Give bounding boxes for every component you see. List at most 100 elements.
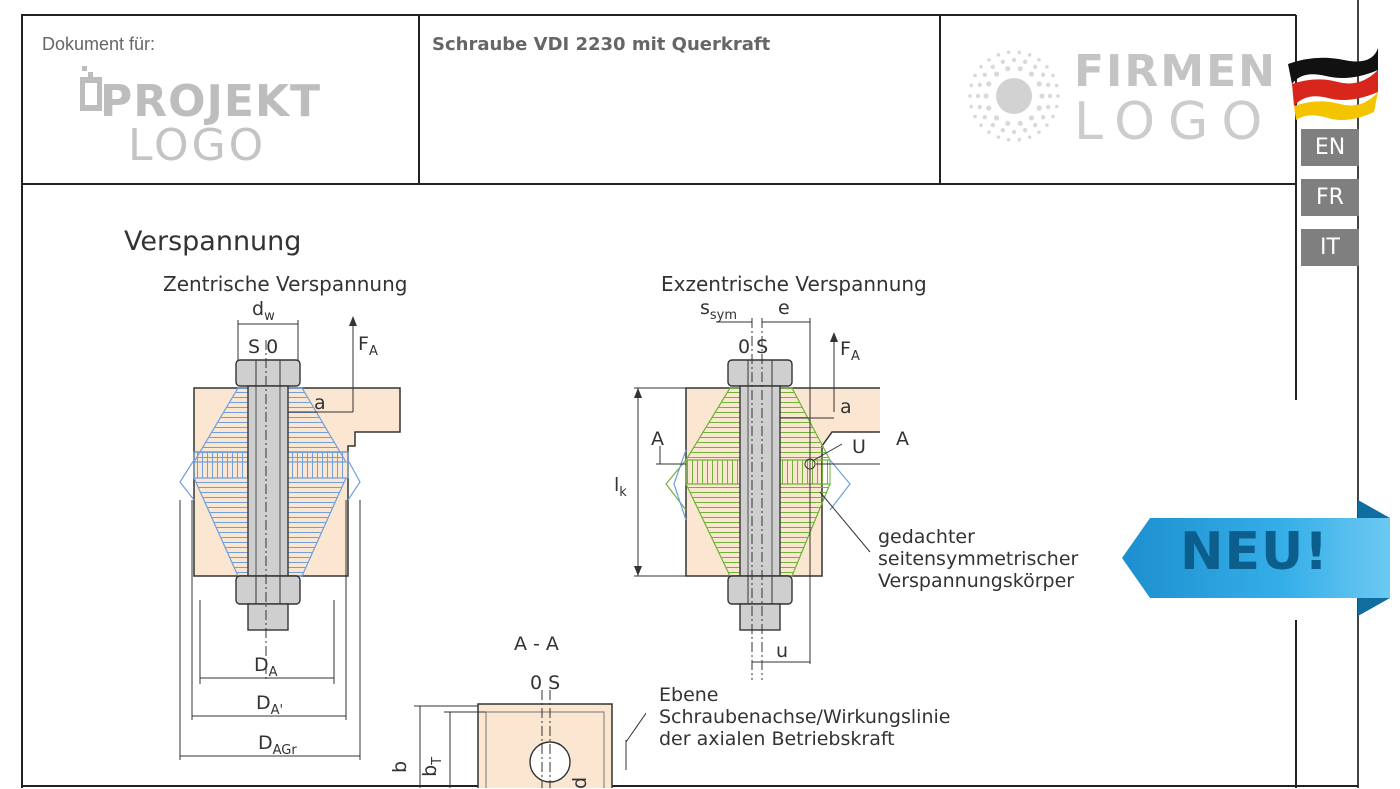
- logo-dot: [1040, 72, 1046, 78]
- annotation-line: Verspannungskörper: [878, 570, 1075, 592]
- section-aa-annotation: Ebene Schraubenachse/Wirkungslinie der a…: [659, 684, 950, 750]
- logo-dot: [979, 123, 983, 127]
- logo-dot: [1011, 57, 1017, 63]
- logo-dot: [990, 122, 996, 128]
- label-0s-section: 0 S: [530, 672, 561, 694]
- logo-dot: [1045, 123, 1049, 127]
- logo-dot: [969, 104, 974, 109]
- logo-dot: [1022, 128, 1028, 133]
- label-a-centric: a: [314, 392, 326, 414]
- logo-dot: [975, 93, 981, 99]
- logo-dot: [996, 135, 1001, 139]
- logo-dot: [1039, 93, 1045, 99]
- logo-dot: [990, 64, 996, 70]
- label-ssym: ssym: [700, 297, 738, 323]
- label-b: b: [389, 760, 412, 774]
- label-da: DA: [254, 654, 278, 680]
- label-0s-eccentric: 0 S: [738, 336, 769, 358]
- logo-dot: [1036, 81, 1042, 87]
- centric-clamping-diagram: [179, 316, 401, 760]
- new-badge-ribbon[interactable]: [1120, 500, 1400, 616]
- logo-dot: [993, 71, 1000, 77]
- eccentric-annotation: gedachter seitensymmetrischer Verspannun…: [878, 526, 1078, 592]
- logo-dot: [1040, 114, 1046, 120]
- section-title: Verspannung: [124, 226, 302, 257]
- logo-dot: [996, 53, 1001, 57]
- logo-dot: [969, 83, 974, 88]
- logo-dot: [1005, 66, 1011, 72]
- logo-dot: [1028, 71, 1035, 77]
- document-for-label: Dokument für:: [42, 34, 156, 54]
- logo-dot: [1037, 130, 1041, 135]
- logo-dot: [979, 65, 983, 69]
- logo-dot: [986, 105, 992, 111]
- logo-dot: [1027, 53, 1032, 57]
- logo-dot: [1054, 83, 1059, 88]
- logo-dot: [1051, 73, 1055, 78]
- label-section-a-left: A: [651, 428, 664, 450]
- logo-dot: [983, 93, 989, 99]
- logo-dot: [1051, 114, 1055, 119]
- label-s0-centric: S 0: [248, 336, 279, 358]
- label-fa-centric: FA: [358, 333, 378, 359]
- label-da-prime: DA': [256, 692, 284, 718]
- language-button-it[interactable]: IT: [1301, 229, 1359, 266]
- logo-dot: [1056, 94, 1060, 98]
- logo-dot: [1017, 66, 1023, 72]
- label-u-point: U: [852, 436, 866, 458]
- logo-dot: [1046, 104, 1051, 110]
- logo-dot: [1037, 57, 1041, 62]
- logo-dot: [1006, 137, 1011, 142]
- logo-dot: [1054, 104, 1059, 109]
- logo-dot: [1047, 93, 1053, 99]
- logo-dot: [1000, 128, 1006, 133]
- annotation-line: gedachter: [878, 526, 975, 548]
- annotation-line: der axialen Betriebskraft: [659, 728, 895, 750]
- logo-dot: [987, 130, 991, 135]
- label-section-a-right: A: [896, 428, 909, 450]
- logo-dot: [986, 81, 992, 87]
- eccentric-title: Exzentrische Verspannung: [661, 272, 927, 296]
- document-title: Schraube VDI 2230 mit Querkraft: [432, 34, 771, 55]
- company-logo-line2: LOGO: [1074, 92, 1276, 152]
- logo-dot: [1028, 115, 1035, 121]
- logo-dot: [973, 114, 977, 119]
- logo-dot: [1022, 59, 1028, 64]
- logo-dot: [1045, 65, 1049, 69]
- label-dw: dw: [252, 298, 275, 324]
- centric-title: Zentrische Verspannung: [163, 272, 408, 296]
- logo-dot: [1006, 50, 1011, 55]
- company-logo-icon: [968, 50, 1060, 142]
- annotation-line: seitensymmetrischer: [878, 548, 1079, 570]
- logo-dot: [1032, 64, 1038, 70]
- label-dagr: DAGr: [258, 732, 297, 758]
- logo-dot: [982, 114, 988, 120]
- project-logo-line1: PROJEKT: [100, 76, 322, 127]
- logo-dot: [1036, 105, 1042, 111]
- section-aa-diagram: [414, 690, 646, 788]
- project-logo-icon: [80, 66, 102, 111]
- german-flag-icon[interactable]: [1286, 44, 1380, 120]
- label-lk: lk: [614, 474, 627, 500]
- logo-dot: [977, 82, 982, 88]
- label-e: e: [778, 297, 790, 319]
- project-logo-line2: LOGO: [128, 120, 267, 171]
- label-d: d: [569, 776, 592, 789]
- logo-dot: [1017, 50, 1022, 55]
- logo-dot: [1017, 137, 1022, 142]
- logo-dot: [1000, 59, 1006, 64]
- annotation-line: Schraubenachse/Wirkungslinie: [659, 706, 951, 728]
- logo-dot: [1017, 120, 1023, 126]
- language-button-fr[interactable]: FR: [1301, 179, 1359, 216]
- annotation-line: Ebene: [659, 684, 719, 706]
- logo-dot: [1005, 120, 1011, 126]
- logo-dot: [973, 73, 977, 78]
- logo-dot: [1032, 122, 1038, 128]
- label-a-eccentric: a: [840, 396, 852, 418]
- language-button-en[interactable]: EN: [1301, 129, 1359, 166]
- logo-dot: [987, 57, 991, 62]
- eccentric-clamping-diagram: [634, 318, 880, 680]
- label-fa-eccentric: FA: [840, 338, 860, 364]
- logo-dot: [968, 94, 972, 98]
